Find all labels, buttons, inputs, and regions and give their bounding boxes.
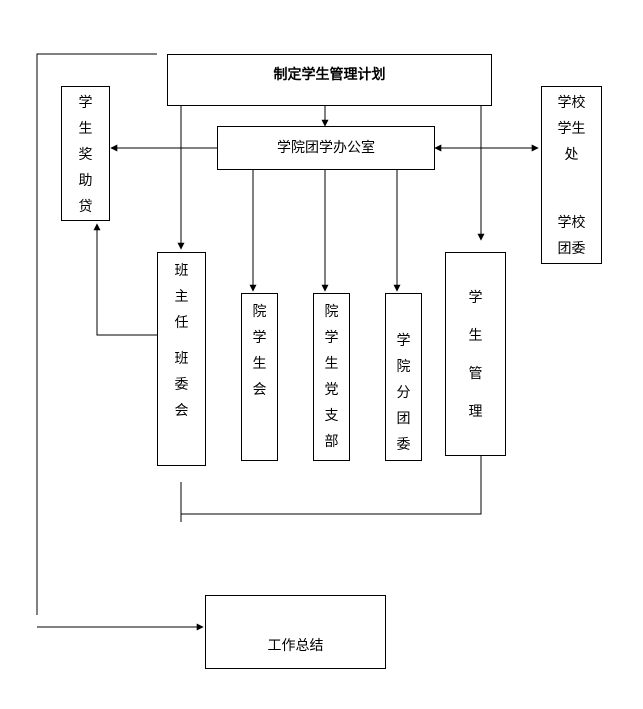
plan-label: 制定学生管理计划	[273, 67, 386, 83]
school-league-label: 学校 团委	[557, 215, 586, 257]
council-label: 院 学 生 会	[252, 304, 267, 398]
league-label: 学 院 分 团 委	[396, 333, 411, 453]
summary-box: 工作总结	[205, 595, 386, 669]
class-committee-label: 班 委 会	[174, 351, 189, 419]
arrow-loop-management	[181, 444, 485, 515]
league-box: 学 院 分 团 委	[385, 293, 422, 461]
management-box: 学 生 管 理	[445, 252, 506, 456]
class-teacher-label: 班 主 任	[174, 263, 189, 331]
plan-box: 制定学生管理计划	[167, 54, 492, 106]
class-box: 班 主 任 班 委 会	[157, 252, 206, 466]
loop-line	[36, 53, 157, 615]
school-dept-label: 学校 学生 处	[557, 95, 586, 163]
party-box: 院 学 生 党 支 部	[313, 293, 350, 461]
management-label: 学 生 管 理	[468, 290, 483, 420]
office-box: 学院团学办公室	[217, 126, 435, 170]
summary-label: 工作总结	[267, 638, 324, 654]
aid-box: 学 生 奖 助 贷	[61, 86, 110, 221]
school-box: 学校 学生 处 学校 团委	[541, 86, 602, 264]
office-label: 学院团学办公室	[277, 140, 375, 156]
arrow-class-aid	[93, 223, 157, 336]
party-label: 院 学 生 党 支 部	[324, 304, 339, 450]
council-box: 院 学 生 会	[241, 293, 278, 461]
aid-label: 学 生 奖 助 贷	[78, 95, 93, 215]
